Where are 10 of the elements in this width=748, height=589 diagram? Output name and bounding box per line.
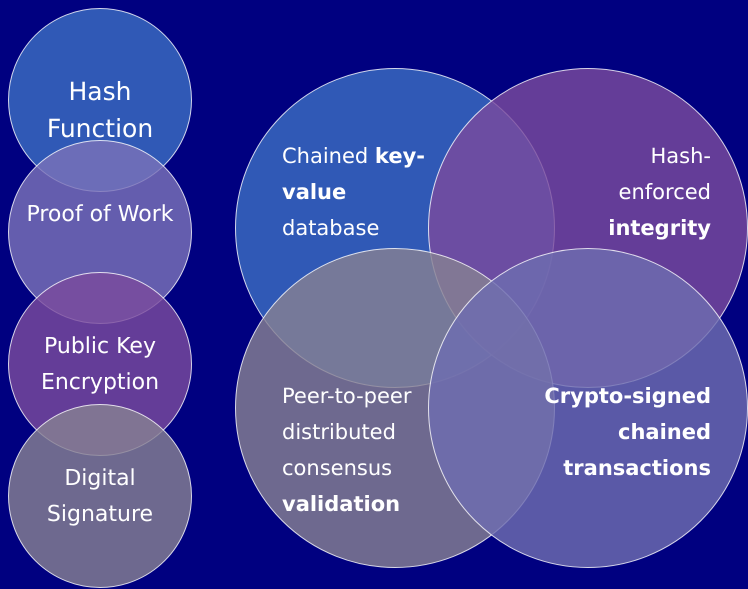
circle-label: Proof of Work — [25, 201, 174, 229]
circle-label: Hash-enforced integrity — [607, 143, 711, 242]
venn-circle — [428, 248, 748, 568]
venn-circle — [8, 404, 192, 588]
circle-label: Digital Signature — [46, 465, 154, 529]
circle-label: Crypto-signed chained transactions — [543, 383, 711, 482]
circle-label: Hash Function — [46, 76, 154, 145]
circle-label: Peer-to-peer distributed consensus validation — [282, 383, 412, 518]
circle-label: Chained key-value database — [282, 143, 426, 242]
circle-label: Public Key Encryption — [40, 333, 160, 397]
